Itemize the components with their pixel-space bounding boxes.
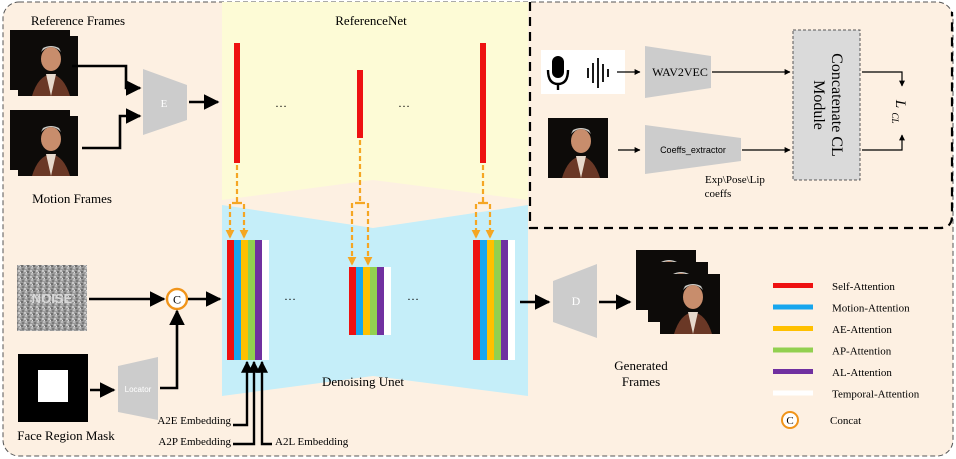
encoder-block	[143, 69, 187, 135]
self-attention-stripe	[473, 240, 480, 360]
concat-node-label: C	[173, 293, 181, 307]
module-to-loss-arrow-top	[862, 71, 905, 87]
al-attention-stripe	[255, 240, 262, 360]
ae-attention-stripe	[241, 240, 248, 360]
temporal-attention-stripe	[508, 240, 515, 360]
legend-swatch	[773, 390, 813, 396]
motion-attention-stripe	[356, 267, 363, 335]
cl-branch-frame	[528, 2, 954, 230]
a2l-arrow	[256, 360, 272, 446]
reference-frame-image-back	[18, 36, 78, 96]
a2l-embedding-label: A2L Embedding	[275, 436, 349, 448]
ap-attention-stripe	[248, 240, 255, 360]
encoder-label: E	[161, 98, 168, 110]
motion-attention-stripe	[234, 240, 241, 360]
legend-label: Motion-Attention	[832, 303, 910, 315]
legend-concat-symbol	[781, 411, 799, 429]
legend-swatch	[773, 369, 813, 374]
legend-label: Temporal-Attention	[832, 389, 920, 401]
legend-swatch	[773, 283, 813, 288]
concatenate-cl-module-text: Concatenate CL Module	[810, 53, 845, 157]
module-label-line2: Module	[810, 80, 827, 130]
referencenet-title: ReferenceNet	[335, 13, 407, 28]
locator-to-concat-arrow	[160, 309, 185, 390]
module-label-line1: Concatenate CL	[828, 53, 845, 157]
legend-label: AP-Attention	[832, 346, 892, 358]
al-attention-stripe	[377, 267, 384, 335]
legend: Self-AttentionMotion-AttentionAE-Attenti…	[773, 281, 920, 401]
ref-self-attention-bar	[234, 43, 240, 163]
ref-self-attention-bar	[357, 70, 363, 138]
decoder-block	[553, 264, 597, 338]
motion-to-encoder-arrow	[82, 108, 142, 150]
coeffs-note-line1: Exp\Pose\Lip	[705, 174, 765, 186]
al-attention-stripe	[501, 240, 508, 360]
temporal-attention-stripe	[384, 267, 391, 335]
ellipsis: …	[398, 96, 410, 110]
temporal-attention-stripe	[262, 240, 269, 360]
unet-attention-block	[349, 267, 391, 335]
self-attention-stripe	[349, 267, 356, 335]
concatenate-cl-module	[792, 29, 861, 181]
a2e-arrow	[233, 360, 253, 427]
decoder-label: D	[572, 294, 581, 308]
legend-label: Self-Attention	[832, 281, 895, 293]
cl-loss-subscript: CL	[890, 112, 900, 123]
waveform-icon	[587, 58, 609, 88]
legend-concat-symbol-label: C	[786, 415, 793, 427]
coeffs-input-image	[548, 118, 608, 178]
legend-label: AE-Attention	[832, 324, 892, 336]
noise-label: NOISE	[32, 291, 73, 306]
face-region-mask-label: Face Region Mask	[17, 428, 115, 443]
cl-loss: L CL	[890, 99, 908, 124]
legend-swatch	[773, 304, 813, 310]
microphone-icon	[546, 56, 570, 90]
ellipsis: …	[275, 96, 287, 110]
denoising-unet-title: Denoising Unet	[322, 374, 404, 389]
wav2vec-block	[645, 46, 711, 98]
a2p-arrow	[233, 360, 260, 446]
legend-label: AL-Attention	[832, 367, 892, 379]
unet-attention-block	[473, 240, 515, 360]
legend-concat-label: Concat	[830, 415, 861, 427]
ref-self-attention-bar	[480, 43, 486, 163]
module-to-loss-arrow-bottom	[862, 134, 905, 151]
face-region-mask-box	[38, 370, 68, 402]
ae-attention-stripe	[487, 240, 494, 360]
unet-attention-block	[227, 240, 269, 360]
locator-label: Locator	[125, 385, 152, 394]
motion-attention-stripe	[480, 240, 487, 360]
generated-frame-image	[660, 274, 720, 334]
legend-swatch	[773, 326, 813, 331]
ellipsis: …	[284, 289, 296, 303]
copy-arrows	[225, 140, 495, 266]
coeffs-extractor-block	[645, 125, 741, 174]
ellipsis: …	[407, 289, 419, 303]
ae-attention-stripe	[363, 267, 370, 335]
a2e-embedding-label: A2E Embedding	[157, 415, 231, 427]
wav2vec-label: WAV2VEC	[652, 65, 708, 79]
concat-node	[165, 287, 189, 311]
cl-loss-symbol: L	[892, 99, 908, 108]
locator-block	[118, 357, 158, 420]
self-attention-stripe	[227, 240, 234, 360]
reference-frames-label: Reference Frames	[31, 13, 125, 28]
ap-attention-stripe	[370, 267, 377, 335]
coeffs-extractor-label: Coeffs_extractor	[660, 145, 726, 155]
a2p-embedding-label: A2P Embedding	[158, 436, 231, 448]
motion-frames-label: Motion Frames	[32, 191, 112, 206]
ref-to-encoder-arrow	[72, 64, 142, 96]
noise-image	[17, 265, 87, 331]
ap-attention-stripe	[494, 240, 501, 360]
coeffs-note-line2: coeffs	[705, 188, 732, 200]
referencenet-band	[222, 2, 528, 200]
generated-frames-label-line2: Frames	[622, 374, 660, 389]
generated-frames-label-line1: Generated	[614, 358, 668, 373]
legend-swatch	[773, 347, 813, 353]
motion-frame-image-front	[18, 116, 78, 176]
